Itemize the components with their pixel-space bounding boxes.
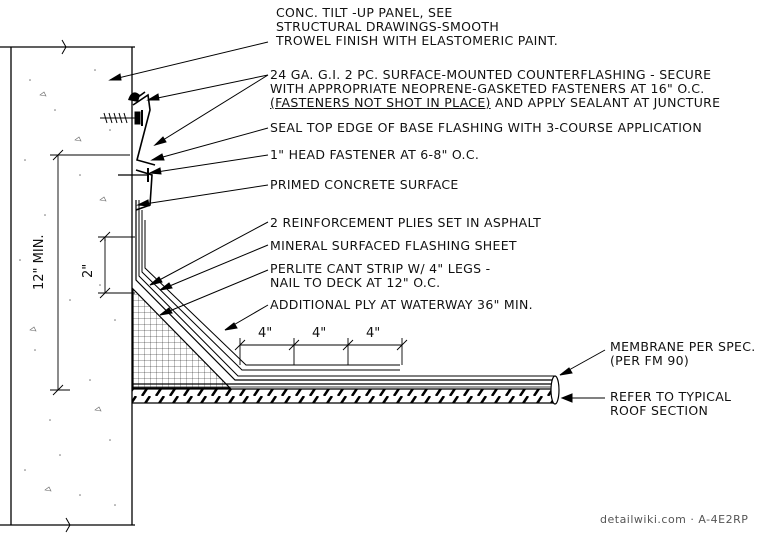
note-membrane: MEMBRANE PER SPEC. (PER FM 90) [610, 339, 756, 368]
roof-deck [132, 388, 555, 404]
dim-label-4-b: 4" [312, 326, 327, 341]
note-counterflashing: 24 GA. G.I. 2 PC. SURFACE-MOUNTED COUNTE… [270, 67, 721, 110]
watermark: detailwiki.com · A-4E2RP [600, 513, 749, 526]
dim-label-4-a: 4" [258, 326, 273, 341]
dimension-2-in [98, 231, 135, 299]
note-panel: CONC. TILT -UP PANEL, SEE STRUCTURAL DRA… [276, 5, 559, 48]
dimension-12-min [50, 149, 130, 396]
note-additional-ply: ADDITIONAL PLY AT WATERWAY 36" MIN. [270, 297, 533, 312]
concrete-panel [0, 39, 135, 533]
flashing-layers [133, 200, 555, 388]
counterflashing [132, 91, 156, 211]
head-fastener-nail [118, 168, 149, 182]
note-refer-roof: REFER TO TYPICAL ROOF SECTION [610, 389, 732, 418]
note-head-fastener: 1" HEAD FASTENER AT 6-8" O.C. [270, 147, 480, 162]
leader-lines [108, 41, 606, 403]
note-reinforcement-plies: 2 REINFORCEMENT PLIES SET IN ASPHALT [270, 215, 542, 230]
fastener-screw [100, 110, 143, 126]
dim-label-4-c: 4" [366, 326, 381, 341]
dim-label-2-in: 2" [81, 263, 96, 278]
dimension-4in-set [234, 338, 408, 365]
note-mineral-flashing: MINERAL SURFACED FLASHING SHEET [270, 238, 517, 253]
membrane-end [550, 375, 560, 405]
dim-label-12-min: 12" MIN. [32, 234, 47, 290]
sealant-bead [128, 92, 140, 102]
note-seal-top-edge: SEAL TOP EDGE OF BASE FLASHING WITH 3-CO… [270, 120, 702, 135]
note-primed-concrete: PRIMED CONCRETE SURFACE [270, 177, 459, 192]
note-cant-strip: PERLITE CANT STRIP W/ 4" LEGS - NAIL TO … [270, 261, 491, 290]
perlite-cant-strip [132, 287, 232, 389]
